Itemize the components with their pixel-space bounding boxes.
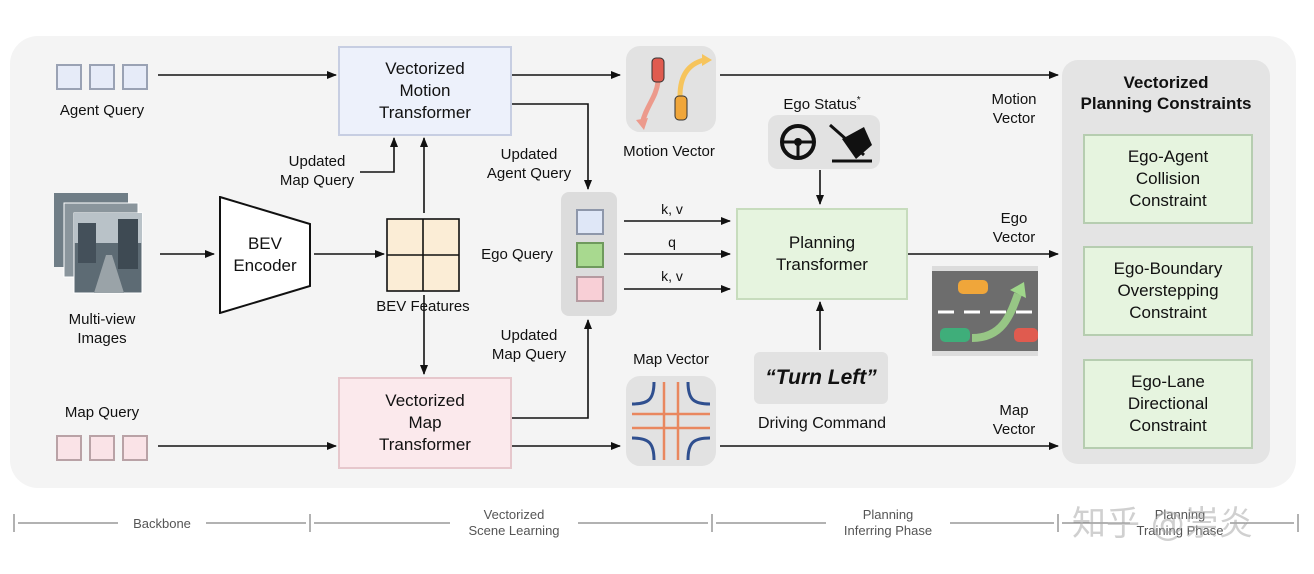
ego-status-icons: [768, 115, 880, 169]
turn-left-command: “Turn Left”: [754, 352, 888, 404]
ego-status-label: Ego Status*: [783, 95, 861, 113]
kv-bottom-label: k, v: [661, 268, 683, 284]
agent-query-label: Agent Query: [59, 102, 145, 119]
updated-map-query-left-label: Updated Map Query: [279, 153, 355, 189]
steering-wheel-icon: [780, 124, 816, 160]
ego-query-cell-pink: [576, 276, 604, 302]
ego-lane-directional-constraint: Ego-Lane Directional Constraint: [1083, 359, 1253, 449]
motion-vector-icon: [626, 46, 716, 132]
motion-vector-icon-label: Motion Vector: [623, 143, 715, 160]
driving-command-label: Driving Command: [757, 415, 887, 432]
bev-encoder-label: BEV Encoder: [233, 234, 297, 275]
multiview-label: Multi-view Images: [68, 311, 136, 347]
q-label: q: [668, 234, 676, 250]
phase-inferring: Planning Inferring Phase: [843, 507, 933, 538]
ego-agent-collision-constraint: Ego-Agent Collision Constraint: [1083, 134, 1253, 224]
road-scene-image: [932, 266, 1038, 356]
ego-vector-out-label: Ego Vector: [992, 210, 1036, 246]
ego-query-label: Ego Query: [481, 246, 553, 263]
kv-top-label: k, v: [661, 201, 683, 217]
arrow-updated-map-query: [360, 137, 398, 173]
phase-scene-learning: Vectorized Scene Learning: [468, 507, 560, 538]
map-query-cell: [122, 435, 148, 461]
arrow-updated-map-query-mid: [509, 319, 592, 419]
watermark: 知乎 @崇炎: [1072, 504, 1253, 544]
updated-map-query-mid-label: Updated Map Query: [491, 327, 567, 363]
bev-features-grid: [386, 218, 460, 292]
bev-encoder-shape: [219, 196, 311, 314]
map-query-cell: [56, 435, 82, 461]
agent-query-cell: [89, 64, 115, 90]
constraints-title: Vectorized Planning Constraints: [1080, 73, 1252, 113]
planning-transformer: Planning Transformer: [736, 208, 908, 300]
agent-query-cell: [56, 64, 82, 90]
agent-query-cell: [122, 64, 148, 90]
phase-bar: [13, 514, 1299, 532]
motion-transformer: Vectorized Motion Transformer: [338, 46, 512, 136]
updated-agent-query-label: Updated Agent Query: [486, 146, 572, 182]
map-vector-out-label: Map Vector: [992, 402, 1036, 438]
ego-query-cell-green: [576, 242, 604, 268]
map-vector-icon: [626, 376, 716, 466]
pedal-icon: [829, 123, 872, 163]
map-query-label: Map Query: [64, 404, 140, 421]
bev-features-label: BEV Features: [376, 298, 470, 315]
map-transformer: Vectorized Map Transformer: [338, 377, 512, 469]
phase-backbone: Backbone: [133, 516, 191, 531]
ego-boundary-overstepping-constraint: Ego-Boundary Overstepping Constraint: [1083, 246, 1253, 336]
map-vector-icon-label: Map Vector: [633, 351, 709, 368]
map-query-cell: [89, 435, 115, 461]
arrow-updated-agent-query: [512, 103, 592, 190]
ego-query-cell-blue: [576, 209, 604, 235]
multiview-images-icon: [54, 193, 143, 294]
phase-training: Planning Training Phase: [1136, 507, 1224, 538]
motion-vector-out-label: Motion Vector: [991, 91, 1037, 127]
